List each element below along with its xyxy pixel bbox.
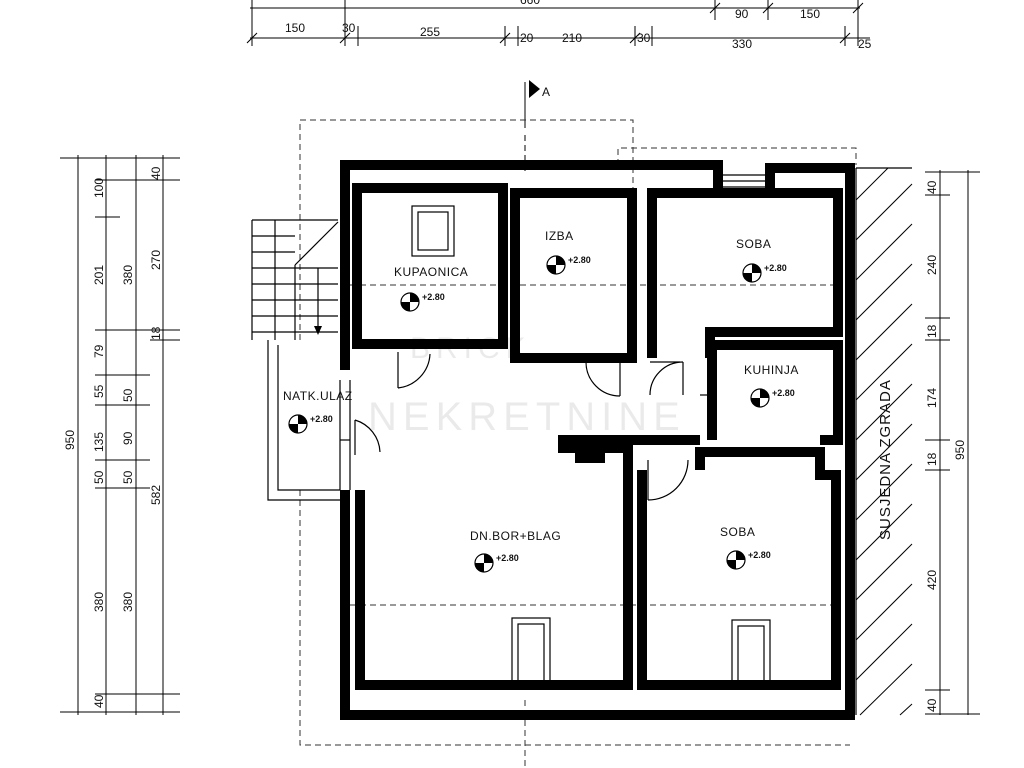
elevation-marker-icon	[726, 550, 746, 570]
dim-top1-150: 150	[285, 21, 305, 35]
dim-left-b-380b: 380	[121, 592, 135, 612]
dim-left-a-55: 55	[92, 384, 106, 398]
dim-right-240: 240	[925, 255, 939, 275]
room-label: KUHINJA	[744, 363, 799, 377]
dim-right-18: 18	[925, 324, 939, 338]
room-label: IZBA	[545, 229, 574, 243]
room-elevation: +2.80	[772, 388, 795, 398]
dim-left-b-380: 380	[121, 265, 135, 285]
dim-top1-255: 255	[420, 25, 440, 39]
dim-left-c-582: 582	[149, 485, 163, 505]
elevation-marker-icon	[288, 414, 308, 434]
dim-left-a-380: 380	[92, 592, 106, 612]
dim-top1-20: 20	[520, 31, 534, 45]
dim-left-b-90: 90	[121, 431, 135, 445]
dim-left-a-201: 201	[92, 265, 106, 285]
room-kupaonica: KUPAONICA +2.80	[394, 265, 468, 312]
dim-left-a-50: 50	[92, 470, 106, 484]
right-dimension-chain: 40 240 18 174 18 420 40 950	[925, 170, 980, 715]
entry-walls	[339, 380, 351, 490]
dim-right-174: 174	[925, 388, 939, 408]
dim-right-950: 950	[953, 440, 967, 460]
room-elevation: +2.80	[496, 553, 519, 563]
room-label: SOBA	[736, 237, 771, 251]
room-elevation: +2.80	[568, 255, 591, 265]
dim-top1-210: 210	[562, 31, 582, 45]
dim-top1-30: 30	[342, 21, 356, 35]
dim-right-40: 40	[925, 180, 939, 194]
neighbor-hatch: SUSJEDNA ZGRADA	[855, 167, 913, 716]
dim-left-a-100: 100	[92, 178, 106, 198]
room-izba: IZBA +2.80	[545, 229, 591, 275]
dim-left-c-18: 18	[149, 326, 163, 340]
room-elevation: +2.80	[748, 550, 771, 560]
room-label: NATK.ULAZ	[283, 389, 353, 403]
elevation-marker-icon	[474, 553, 494, 573]
walls	[340, 160, 855, 720]
elevation-marker-icon	[742, 263, 762, 283]
doors	[354, 352, 710, 501]
room-label: KUPAONICA	[394, 265, 468, 279]
dim-top0-150: 150	[800, 7, 820, 21]
room-dnevni-boravak: DN.BOR+BLAG +2.80	[470, 529, 561, 573]
dim-left-c-270: 270	[149, 250, 163, 270]
dim-right-18b: 18	[925, 452, 939, 466]
room-soba-upper: SOBA +2.80	[736, 237, 787, 283]
dim-left-a-79: 79	[92, 344, 106, 358]
dim-left-b-50: 50	[121, 388, 135, 402]
dim-left-950: 950	[63, 430, 77, 450]
room-elevation: +2.80	[764, 263, 787, 273]
room-soba-lower: SOBA +2.80	[720, 525, 771, 570]
dim-top1-25: 25	[858, 37, 872, 51]
dim-top1-30b: 30	[637, 31, 651, 45]
room-elevation: +2.80	[310, 414, 333, 424]
top-ticks	[246, 0, 864, 46]
dim-left-b-50b: 50	[121, 470, 135, 484]
entry-stairs	[251, 219, 345, 501]
dim-top0-660: 660	[520, 0, 540, 7]
room-elevation: +2.80	[422, 292, 445, 302]
elevation-marker-icon	[750, 388, 770, 408]
top-dimension-chains: 660 90 150 150 30 255 20 210 30 330 25	[246, 0, 872, 51]
room-label: SOBA	[720, 525, 755, 539]
room-natk-ulaz: NATK.ULAZ +2.80	[283, 389, 353, 434]
left-dimension-chains: 950 100 201 79 55 135 50 380 40 380 50 9…	[60, 155, 180, 715]
dim-left-c-40: 40	[149, 166, 163, 180]
dim-left-a-135: 135	[92, 432, 106, 452]
room-label: DN.BOR+BLAG	[470, 529, 561, 543]
dim-top1-330: 330	[732, 37, 752, 51]
dim-left-a-40: 40	[92, 694, 106, 708]
section-marker-label: A	[542, 85, 550, 99]
dim-right-420: 420	[925, 570, 939, 590]
room-kuhinja: KUHINJA +2.80	[744, 363, 799, 408]
elevation-marker-icon	[546, 255, 566, 275]
dim-right-40b: 40	[925, 698, 939, 712]
watermark-line-2: NEKRETNINE	[368, 395, 686, 439]
elevation-marker-icon	[400, 292, 420, 312]
neighbor-building-label: SUSJEDNA ZGRADA	[877, 379, 894, 540]
fixtures	[411, 205, 771, 689]
dim-top0-90: 90	[735, 7, 749, 21]
